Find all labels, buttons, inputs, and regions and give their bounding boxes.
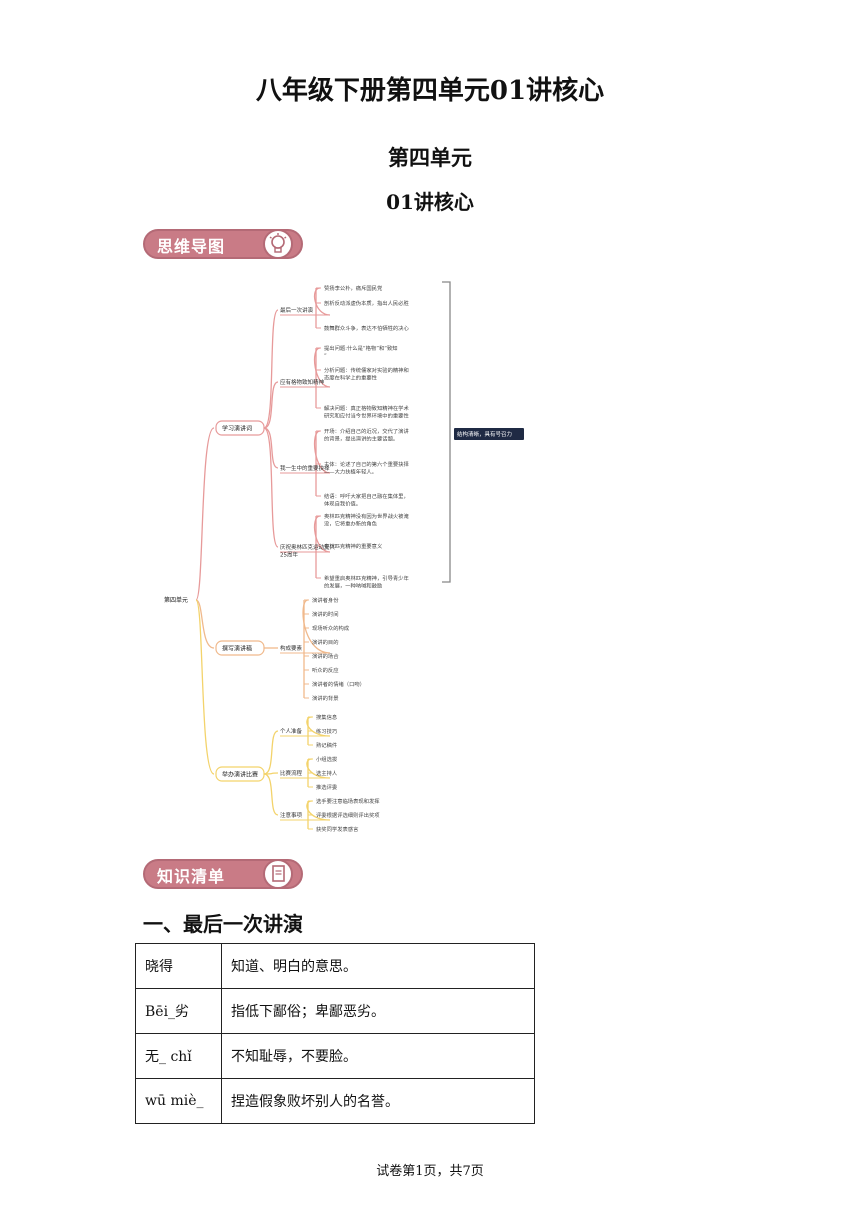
mindmap-leaf: 推选评委: [316, 783, 338, 791]
mindmap-leaf: 演讲者身份: [312, 596, 339, 604]
document-title: 八年级下册第四单元01讲核心: [255, 76, 605, 106]
mindmap-leaf: 希望重启奥林匹克精神，引导青少年的发展，一种呐喊和鼓励: [324, 574, 409, 589]
term-cell: 晓得: [135, 943, 222, 989]
mindmap-leaf: 演讲的目的: [312, 638, 339, 646]
mindmap-leaf: 奥林匹克精神的重要意义: [324, 542, 383, 550]
mindmap-leaf: 剖析反动派虚伪本质，指出人民必胜: [324, 299, 409, 307]
mindmap-leaf: 演讲的背景: [312, 694, 339, 702]
mindmap-leaf: 结语：呼吁大家把自己融在集体里，体现自我价值。: [324, 492, 409, 507]
mindmap-branch-box: [215, 640, 265, 656]
mindmap-connector: [263, 730, 279, 775]
mindmap-leaf: 听众的反应: [312, 666, 339, 674]
definition-cell: 捏造假象败坏别人的名誉。: [221, 1078, 535, 1124]
mindmap-connector: [313, 515, 331, 553]
mindmap-branch-box: [215, 420, 265, 436]
term-cell: Bēi_劣: [135, 988, 222, 1034]
mindmap-branch-label: 撰写演讲稿: [222, 645, 252, 653]
term-cell: wū miè_: [135, 1078, 222, 1124]
mindmap-branch-label: 举办演讲比赛: [222, 771, 258, 779]
mindmap-summary-bracket: [442, 281, 451, 583]
banner-label: 知识清单: [157, 867, 226, 886]
mindmap-leaf: 主体：论述了自己的第六个重要抉择——大力扶植年轻人。: [324, 460, 409, 475]
mindmap-leaf: 解决问题：真正格物致知精神在学术研究和应付当今世界环境中的重要性: [324, 404, 409, 419]
mindmap-connector: [313, 287, 331, 316]
table-row: 无_ chǐ 不知耻辱，不要脸。: [135, 1033, 535, 1079]
mindmap: 第四单元 学习演讲词 最后一次讲演 赞扬李公朴，痛斥国民党剖析反动派虚伪本质，指出人民…: [164, 281, 524, 833]
mindmap-connector: [302, 599, 331, 654]
mindmap-leaf: 练习技巧: [316, 727, 338, 735]
notebook-icon: [263, 859, 293, 889]
mindmap-leaf: 演讲者的情绪（口吻）: [312, 680, 365, 688]
page-footer: 试卷第1页，共7页: [376, 1164, 484, 1179]
lecture-title: 01讲核心: [386, 190, 474, 214]
mindmap-connector: [263, 427, 279, 548]
banner-label: 思维导图: [157, 237, 226, 256]
mindmap-leaf: 提出问题:什么是“格物”和“致知”: [324, 344, 398, 359]
mindmap-topic-label: 最后一次讲演: [280, 306, 314, 314]
mindmap-connector: [263, 381, 279, 429]
mindmap-connector: [195, 427, 215, 601]
knowledge-banner: 知识清单: [143, 857, 305, 891]
mindmap-leaf: 现场听众的构成: [312, 624, 350, 632]
mindmap-connector: [195, 599, 215, 649]
mindmap-branch-label: 学习演讲词: [222, 425, 252, 433]
mindmap-leaf: 分析问题：传统儒家对实验的精神和态度在科学上的重要性: [324, 366, 409, 381]
mindmap-leaf: 鼓舞群众斗争，表达不怕牺牲的决心: [324, 324, 409, 332]
mindmap-topic-label: 我一生中的重要抉择: [280, 464, 330, 472]
mindmap-topic-label: 个人准备: [280, 727, 303, 735]
definition-cell: 知道、明白的意思。: [221, 943, 535, 989]
mindmap-leaf: 搜集信息: [316, 713, 337, 721]
mindmap-leaf: 赞扬李公朴，痛斥国民党: [324, 284, 383, 292]
mindmap-leaf: 开场：介绍自己的近况，交代了演讲的背景，提出演讲的主要话题。: [324, 427, 409, 442]
mindmap-leaf: 选主持人: [316, 769, 338, 777]
table-row: wū miè_ 捏造假象败坏别人的名誉。: [135, 1078, 535, 1124]
definition-cell: 不知耻辱，不要脸。: [221, 1033, 535, 1079]
mindmap-leaf: 演讲的时间: [312, 610, 339, 618]
mindmap-connector: [195, 599, 215, 775]
table-row: Bēi_劣 指低下鄙俗；卑鄙恶劣。: [135, 988, 535, 1034]
unit-title: 第四单元: [388, 145, 472, 170]
section-heading: 一、最后一次讲演: [143, 912, 303, 936]
lightbulb-icon: [263, 229, 293, 259]
table-row: 晓得 知道、明白的意思。: [135, 943, 535, 989]
mindmap-banner: 思维导图: [143, 227, 305, 261]
mindmap-leaf: 小组选拔: [316, 755, 338, 763]
term-cell: 无_ chǐ: [135, 1033, 222, 1079]
mindmap-topic-label: 注意事项: [280, 811, 303, 819]
mindmap-leaf: 获奖同学发表感言: [316, 825, 359, 833]
mindmap-topic-label: 应有格物致知精神: [280, 378, 325, 386]
mindmap-topic-label: 比赛流程: [280, 769, 303, 777]
mindmap-leaf: 熟记稿件: [316, 741, 338, 749]
mindmap-branch-box: [215, 766, 265, 782]
mindmap-summary-label: 结构清晰，具有号召力: [457, 430, 512, 438]
mindmap-connector: [263, 309, 279, 429]
mindmap-leaf: 奥林匹克精神没有因为世界战火被淹没，它将重办新的角色: [324, 512, 409, 527]
vocabulary-table: 晓得 知道、明白的意思。 Bēi_劣 指低下鄙俗；卑鄙恶劣。 无_ chǐ 不知…: [135, 943, 535, 1124]
mindmap-root: 第四单元: [164, 596, 188, 604]
mindmap-connector: [263, 773, 279, 816]
mindmap-summary-box: [454, 428, 524, 440]
mindmap-leaf: 演讲的场合: [312, 652, 339, 660]
mindmap-leaf: 选手要注意临场表现和发挥: [316, 797, 380, 805]
mindmap-leaf: 评委根据评选细则评出奖项: [316, 811, 380, 819]
definition-cell: 指低下鄙俗；卑鄙恶劣。: [221, 988, 535, 1034]
mindmap-topic-label: 构成要素: [280, 644, 303, 652]
